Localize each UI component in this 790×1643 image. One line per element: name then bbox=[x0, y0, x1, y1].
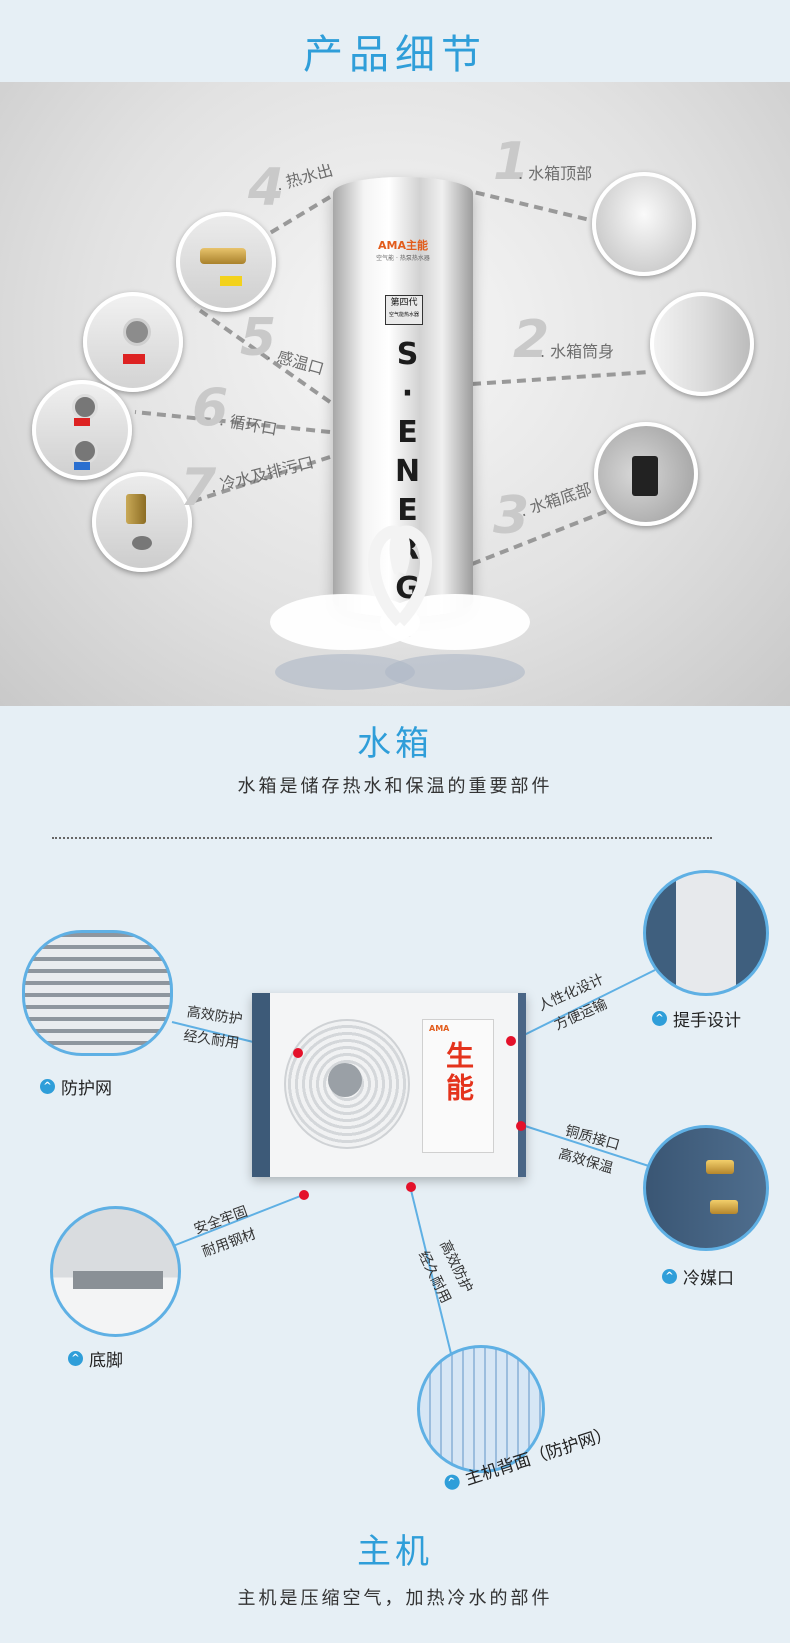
marker-refrigerant bbox=[516, 1121, 526, 1131]
unit-brand-big: 生能 bbox=[442, 1041, 475, 1105]
marker-back bbox=[406, 1182, 416, 1192]
cold-water-drain-photo bbox=[92, 472, 192, 572]
chevron-up-icon: ^ bbox=[442, 1472, 462, 1492]
connector-lines bbox=[134, 180, 651, 566]
tank-section-title: 水箱 bbox=[357, 724, 433, 764]
tank-brand: AMA主能 bbox=[378, 239, 428, 252]
sensor-port-photo bbox=[83, 292, 183, 392]
marker-foot bbox=[299, 1190, 309, 1200]
tank-detail-panel: AMA主能 空气能 · 热泵热水器 第四代 空气能热水器 S·ENERGY bbox=[0, 82, 790, 706]
refrigerant-port-photo bbox=[643, 1125, 769, 1251]
handle-text: 提手设计 bbox=[673, 1011, 741, 1031]
header bbox=[0, 0, 790, 82]
swan-decoration bbox=[270, 525, 530, 690]
tank-brand-sub: 空气能 · 热泵热水器 bbox=[376, 255, 430, 262]
tank-bottom-photo bbox=[594, 422, 698, 526]
unit-brand-small: AMA bbox=[429, 1024, 450, 1033]
refrigerant-text: 冷媒口 bbox=[683, 1269, 734, 1289]
label-guard-net: ^ 防护网 bbox=[40, 1074, 112, 1099]
handle-photo bbox=[643, 870, 769, 996]
callout-1-number: 1 bbox=[493, 132, 530, 192]
badge-line1: 第四代 bbox=[390, 298, 418, 308]
label-refrigerant: ^ 冷媒口 bbox=[662, 1264, 734, 1289]
unit-section-title: 主机 bbox=[357, 1532, 433, 1572]
unit-section-desc: 主机是压缩空气，加热冷水的部件 bbox=[237, 1588, 553, 1609]
callout-1-label: . 水箱顶部 bbox=[518, 164, 593, 183]
callout-6-number: 6 bbox=[192, 378, 229, 438]
fan-blade-icon bbox=[328, 1063, 362, 1097]
chevron-up-icon: ^ bbox=[652, 1011, 667, 1026]
chevron-up-icon: ^ bbox=[662, 1269, 677, 1284]
badge-line2: 空气能热水器 bbox=[388, 312, 419, 318]
unit-nameplate: AMA 生能 bbox=[422, 1019, 494, 1153]
section-divider bbox=[52, 837, 712, 839]
circulation-port-photo bbox=[32, 380, 132, 480]
foot-photo bbox=[50, 1206, 181, 1337]
outdoor-unit: AMA 生能 bbox=[252, 993, 526, 1177]
callout-2-number: 2 bbox=[513, 310, 550, 370]
callout-4-number: 4 bbox=[248, 158, 285, 218]
callout-5-number: 5 bbox=[240, 308, 277, 368]
callout-2-label: . 水箱筒身 bbox=[540, 342, 615, 361]
guard-net-photo bbox=[22, 930, 173, 1056]
hot-water-outlet-photo bbox=[176, 212, 276, 312]
label-foot: ^ 底脚 bbox=[68, 1346, 123, 1371]
back-guard-net-photo bbox=[417, 1345, 545, 1473]
tank-section-desc: 水箱是储存热水和保温的重要部件 bbox=[237, 776, 553, 797]
tank-body-photo bbox=[650, 292, 754, 396]
foot-text: 底脚 bbox=[89, 1351, 123, 1371]
marker-grille bbox=[293, 1048, 303, 1058]
tank-top-photo bbox=[592, 172, 696, 276]
guard-net-text: 防护网 bbox=[61, 1079, 112, 1099]
chevron-up-icon: ^ bbox=[40, 1079, 55, 1094]
marker-handle bbox=[506, 1036, 516, 1046]
page-title: 产品细节 bbox=[303, 32, 487, 78]
chevron-up-icon: ^ bbox=[68, 1351, 83, 1366]
label-handle: ^ 提手设计 bbox=[652, 1006, 741, 1031]
tank-badge: 第四代 空气能热水器 bbox=[385, 295, 423, 325]
callout-7-number: 7 bbox=[180, 458, 217, 518]
callout-3-number: 3 bbox=[493, 486, 530, 546]
